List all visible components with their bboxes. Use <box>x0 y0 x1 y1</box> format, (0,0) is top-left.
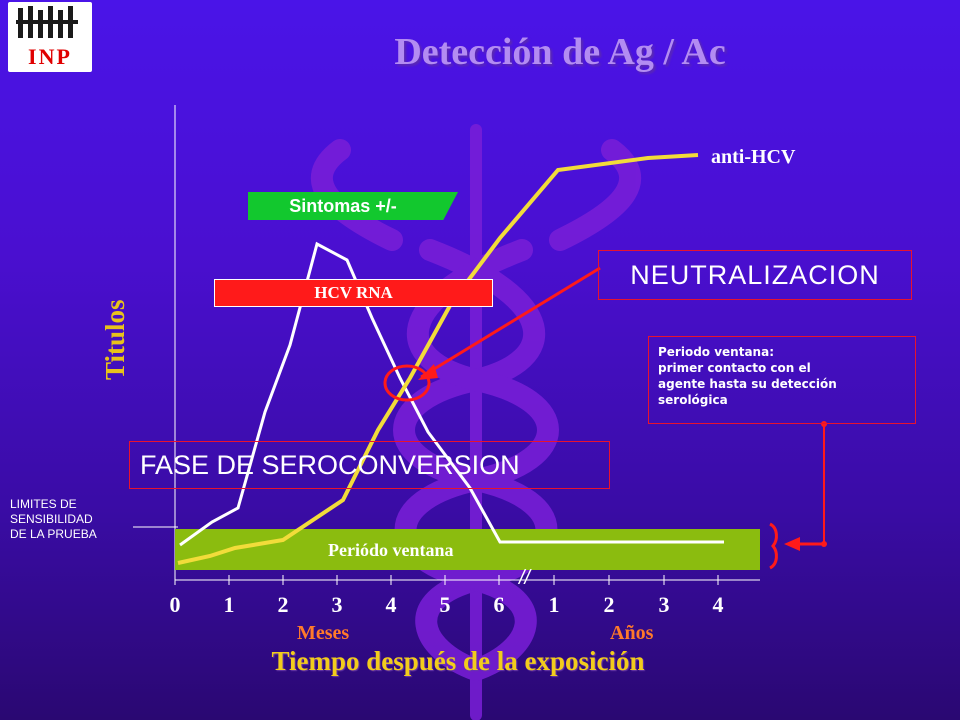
note-line-1: Periodo ventana: <box>658 345 774 359</box>
x-tick-label: 5 <box>439 592 451 617</box>
x-tick-label: 2 <box>603 592 615 617</box>
y-axis-label: Titulos <box>100 299 130 380</box>
neutralization-pointer <box>420 266 601 379</box>
hcv-rna-box: HCV RNA <box>214 279 493 307</box>
hcv-rna-label: HCV RNA <box>314 283 393 302</box>
window-period-note: Periodo ventana: primer contacto con el … <box>648 336 916 424</box>
x-tick-label: 3 <box>331 592 343 617</box>
x-tick-label: 3 <box>658 592 670 617</box>
x-tick-label: 1 <box>223 592 235 617</box>
window-period-band <box>175 529 760 570</box>
slide-title: Detección de Ag / Ac <box>394 31 726 73</box>
x-tick-label: 2 <box>277 592 289 617</box>
limites-line-3: DE LA PRUEBA <box>10 527 97 541</box>
x-tick-label: 1 <box>548 592 560 617</box>
axis-break-marker: // <box>517 567 533 589</box>
anti-hcv-curve <box>177 153 699 565</box>
limites-line-1: LIMITES DE <box>10 497 77 511</box>
years-label: Años <box>610 622 654 644</box>
inp-logo-figures-icon <box>16 6 78 38</box>
x-tick-label: 6 <box>493 592 505 617</box>
anti-hcv-label: anti-HCV <box>711 146 796 168</box>
fase-seroconversion-label: FASE DE SEROCONVERSION <box>140 450 520 480</box>
note-line-2: primer contacto con el <box>658 361 811 375</box>
x-tick-label: 4 <box>712 592 724 617</box>
months-label: Meses <box>297 622 350 644</box>
inp-logo <box>8 2 92 72</box>
neutralizacion-label: NEUTRALIZACION <box>630 260 880 290</box>
x-tick-label: 0 <box>169 592 181 617</box>
x-axis-title: Tiempo después de la exposición <box>271 646 645 676</box>
neutralizacion-box: NEUTRALIZACION <box>598 250 912 300</box>
neutralization-circle <box>383 364 431 402</box>
sintomas-box: Sintomas +/- <box>248 192 458 220</box>
note-line-3: agente hasta su detección <box>658 377 837 391</box>
inp-logo-text: INP <box>28 44 72 69</box>
fase-seroconversion-box: FASE DE SEROCONVERSION <box>129 441 610 489</box>
x-tick-label: 4 <box>385 592 397 617</box>
note-arrow-head <box>784 537 800 551</box>
window-brace <box>769 522 778 570</box>
neutralization-arrow-head <box>418 364 438 380</box>
x-axis-ticks <box>174 575 719 585</box>
sensitivity-limits-label: LIMITES DE SENSIBILIDAD DE LA PRUEBA <box>10 497 140 547</box>
note-line-4: serológica <box>658 393 728 407</box>
limites-line-2: SENSIBILIDAD <box>10 512 93 526</box>
window-period-band-label: Periódo ventana <box>328 540 454 560</box>
sintomas-label: Sintomas +/- <box>289 196 397 216</box>
